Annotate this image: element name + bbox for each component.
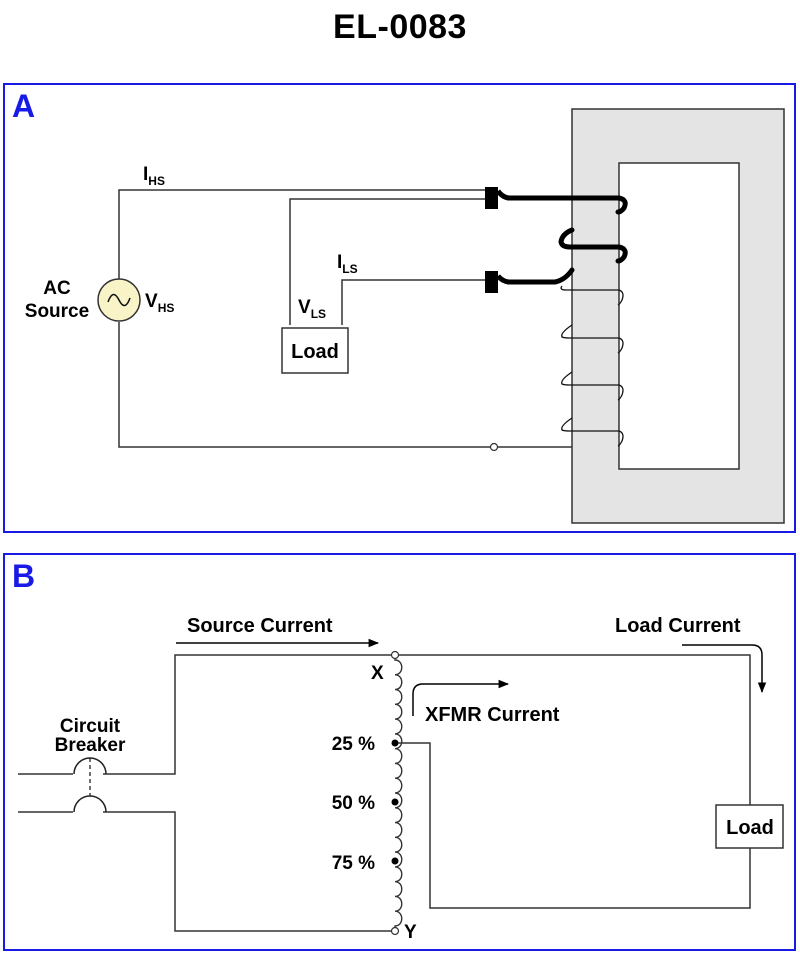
panel-b: B Source Current Circuit Breaker X Y 25 …	[3, 553, 796, 951]
ls-return-wire	[289, 198, 490, 325]
circuit-breaker	[73, 757, 107, 813]
source-current-label: Source Current	[187, 615, 333, 637]
ac-source	[97, 278, 141, 322]
panel-b-load-box	[715, 804, 784, 849]
terminal-y-label: Y	[404, 922, 417, 943]
terminal-x-node	[390, 650, 400, 660]
load-top-wire	[398, 654, 751, 805]
source-top-wire	[103, 654, 392, 775]
ac-sine-wave-icon	[107, 293, 131, 307]
terminal-y-node	[390, 926, 400, 936]
ls-wire	[341, 279, 490, 325]
coil-winding	[394, 658, 403, 928]
autotransformer-coil	[394, 658, 403, 928]
source-label-line1: AC	[43, 278, 71, 299]
v-hs-label: VHS	[145, 291, 174, 315]
terminal-node	[489, 442, 499, 452]
tap-return-wire	[398, 742, 751, 909]
source-label-line2: Source	[25, 301, 89, 322]
i-ls-label: ILS	[337, 252, 358, 276]
v-ls-label: VLS	[298, 297, 326, 321]
terminal-x-label: X	[371, 663, 384, 684]
breaker-label-line2: Breaker	[55, 735, 126, 756]
tap-75-label: 75 %	[332, 853, 375, 874]
xfmr-current-label: XFMR Current	[425, 704, 560, 726]
load-current-label: Load Current	[615, 615, 741, 637]
tap-25-label: 25 %	[332, 734, 375, 755]
low-side-winding	[505, 195, 628, 285]
high-side-winding	[560, 285, 624, 447]
panel-b-letter: B	[12, 558, 35, 594]
panel-a-load-box	[281, 327, 349, 374]
panel-a-letter: A	[12, 88, 35, 124]
tap-25-dot	[391, 739, 399, 747]
tap-50-dot	[391, 798, 399, 806]
panel-a: A	[3, 83, 796, 533]
transformer-core	[571, 108, 785, 524]
load-current-arrow	[682, 644, 767, 694]
source-bottom-wire	[103, 811, 392, 932]
diagram-title: EL-0083	[333, 8, 467, 46]
breaker-label-line1: Circuit	[60, 716, 121, 737]
panel-a-load-label: Load	[291, 341, 339, 363]
panel-b-border	[3, 553, 796, 951]
i-hs-label: IHS	[143, 164, 165, 188]
xfmr-current-arrow	[412, 679, 510, 716]
tap-75-dot	[391, 857, 399, 865]
hs-bottom-wire	[118, 322, 572, 448]
hs-top-wire	[118, 189, 490, 280]
tap-50-label: 50 %	[332, 793, 375, 814]
panel-b-load-label: Load	[726, 817, 774, 839]
